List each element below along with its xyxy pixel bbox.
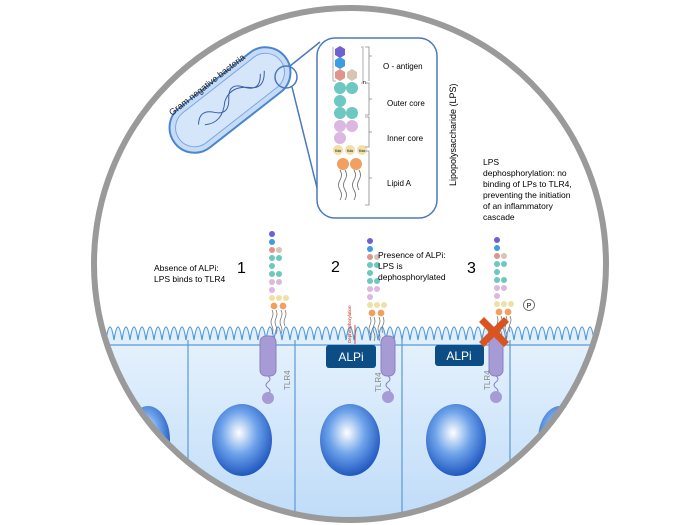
tlr4-receptor	[259, 335, 277, 377]
tlr4-receptor	[380, 335, 396, 377]
nucleus	[320, 404, 380, 476]
kdo-label: Kdo	[359, 149, 365, 153]
alpi-enzyme	[326, 345, 376, 368]
alpi-label: ALPi	[446, 349, 471, 363]
lipid-a-label: Lipid A	[387, 179, 412, 188]
blocked-x-icon	[479, 317, 509, 347]
step-1-number: 1	[237, 260, 246, 277]
zoom-circle	[274, 65, 298, 89]
inner-core-label: Inner core	[387, 134, 424, 143]
tlr4-label: TLR4	[374, 372, 383, 392]
step-2-text: dephosphorylated	[378, 272, 446, 282]
svg-text:LPS: LPS	[483, 157, 499, 167]
o-antigen-label: O - antigen	[383, 62, 423, 71]
frame-circle	[91, 5, 609, 523]
svg-text:binding of LPs to TLR4,: binding of LPs to TLR4,	[483, 179, 572, 189]
alpi-enzyme	[435, 345, 484, 366]
step-2-text: Presence of ALPi:	[378, 250, 446, 260]
gram-negative-bacterium	[168, 46, 292, 154]
svg-text:dephosphorylation: no: dephosphorylation: no	[483, 168, 567, 178]
step-3-text: LPS dephosphorylation: no binding of LPs…	[483, 157, 572, 222]
step-2-text: LPS is	[378, 261, 403, 271]
kdo-label: Kdo	[347, 149, 353, 153]
outer-core-label: Outer core	[387, 99, 425, 108]
lps-structure-panel: n Kdo Kdo Kdo O - antigen Outer core Inn…	[316, 37, 438, 219]
step-2-number: 2	[331, 259, 340, 276]
step-3-number: 3	[467, 260, 476, 277]
alpi-label: ALPi	[338, 350, 363, 364]
step-1-text: Absence of ALPi:	[154, 263, 219, 273]
svg-text:cascade: cascade	[483, 212, 515, 222]
phosphate-icon	[523, 299, 535, 311]
nucleus	[426, 404, 486, 476]
nucleus	[538, 406, 582, 474]
svg-text:preventing the initiation: preventing the initiation	[483, 190, 571, 200]
nucleus	[212, 404, 272, 476]
kdo-label: Kdo	[335, 149, 341, 153]
tlr4-label: TLR4	[283, 370, 292, 390]
svg-text:of an inflammatory: of an inflammatory	[483, 201, 554, 211]
repeat-n-label: n	[363, 80, 366, 86]
dephosphorylation-arrow-label: Dephosphorylation	[347, 305, 352, 343]
tlr4-label: TLR4	[483, 370, 492, 390]
phosphate-label: P	[527, 303, 532, 310]
lps-title: Lipopolysaccharide (LPS)	[448, 83, 458, 186]
step-1-text: LPS binds to TLR4	[154, 274, 225, 284]
